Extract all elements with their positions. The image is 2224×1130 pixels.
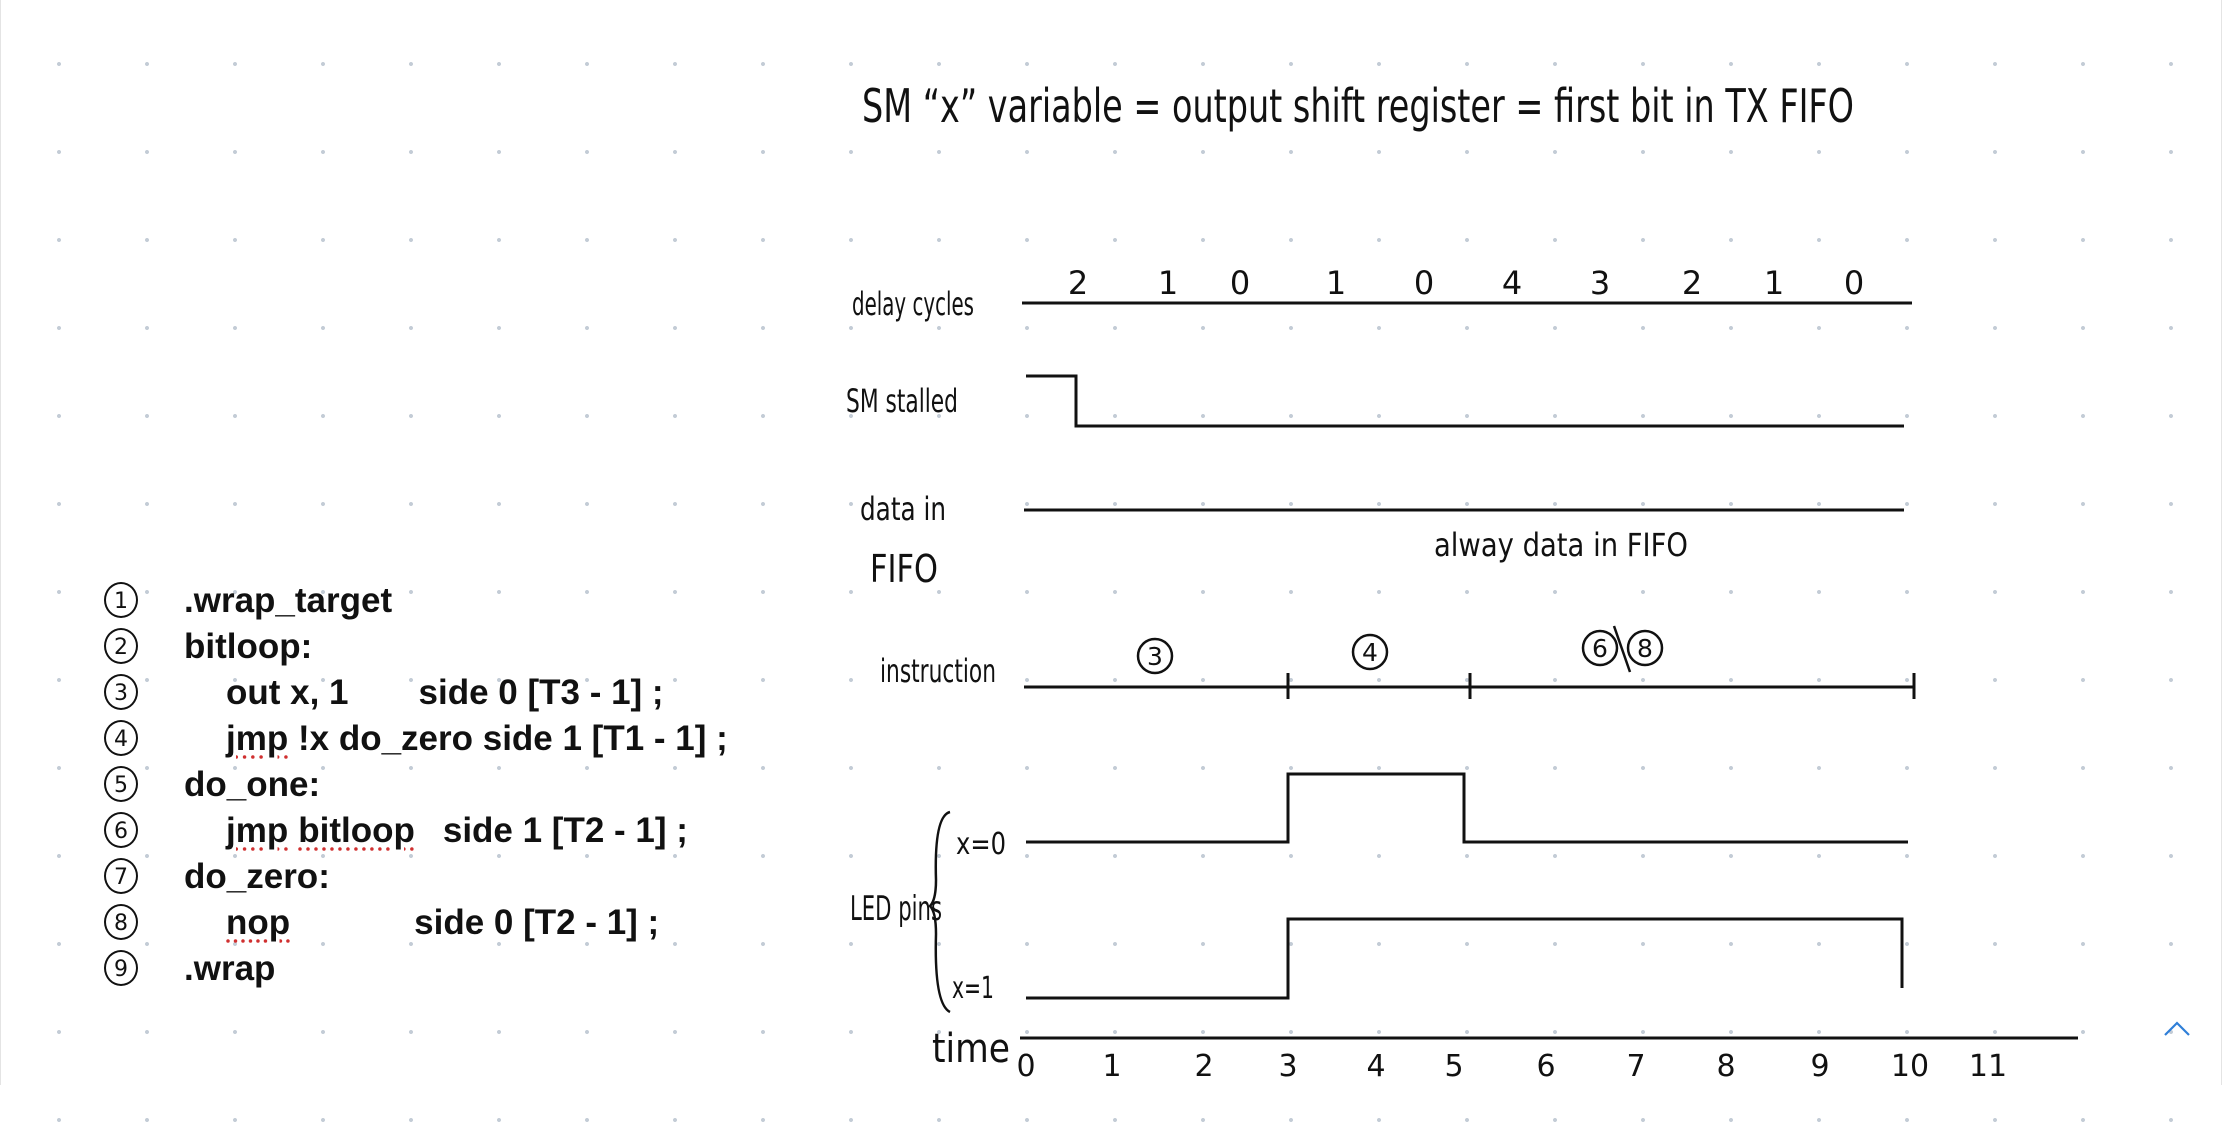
delay-value: 4 <box>1502 264 1522 302</box>
delay-value: 0 <box>1414 264 1434 302</box>
line-number-badge: 7 <box>104 858 138 894</box>
delay-value: 0 <box>1230 264 1250 302</box>
code-line-9: 9 .wrap <box>96 946 796 992</box>
code-line-7: 7 do_zero: <box>96 854 796 900</box>
marker-number: 4 <box>1362 638 1378 667</box>
code-text: bitloop: <box>184 627 313 666</box>
label-led-pins: LED pins <box>850 889 942 929</box>
line-number-badge: 1 <box>104 582 138 618</box>
time-tick-label: 4 <box>1366 1049 1385 1084</box>
line-number-badge: 8 <box>104 904 138 940</box>
code-instr: jmp <box>226 719 289 758</box>
label-x0: x=0 <box>956 827 1006 862</box>
label-sm-stalled: SM stalled <box>846 382 958 420</box>
code-instr: out x, 1 <box>226 673 349 712</box>
time-tick-label: 1 <box>1102 1049 1121 1084</box>
code-text: out x, 1 side 0 [T3 - 1] ; <box>226 670 664 716</box>
instruction-boundary-ticks <box>1286 673 1916 699</box>
time-tick-label: 9 <box>1810 1049 1829 1084</box>
time-tick-label: 6 <box>1536 1049 1555 1084</box>
delay-value: 1 <box>1764 264 1784 302</box>
code-line-4: 4 jmp !x do_zero side 1 [T1 - 1] ; <box>96 716 796 762</box>
label-delay-cycles: delay cycles <box>852 285 974 323</box>
code-side: side 0 [T3 - 1] ; <box>418 673 664 712</box>
line-number-badge: 2 <box>104 628 138 664</box>
code-args: !x do_zero side 1 [T1 - 1] ; <box>297 719 728 758</box>
delay-value: 3 <box>1590 264 1610 302</box>
scroll-up-button[interactable] <box>2160 1012 2194 1046</box>
code-text: nop side 0 [T2 - 1] ; <box>226 900 659 946</box>
label-x1: x=1 <box>952 971 994 1006</box>
line-number-badge: 6 <box>104 812 138 848</box>
code-line-2: 2 bitloop: <box>96 624 796 670</box>
marker-circle <box>1581 629 1619 667</box>
code-text: do_one: <box>184 765 321 804</box>
timing-diagram: SM “x” variable = output shift register … <box>846 79 2078 1084</box>
code-instr: nop <box>226 903 291 942</box>
delay-value: 1 <box>1326 264 1346 302</box>
line-number-badge: 5 <box>104 766 138 802</box>
instruction-marker: 4 <box>1351 633 1389 671</box>
code-side: side 0 [T2 - 1] ; <box>414 903 660 942</box>
pio-code-listing: 1 .wrap_target 2 bitloop: 3 out x, 1 side… <box>96 578 796 992</box>
diagram-title: SM “x” variable = output shift register … <box>862 79 1854 133</box>
time-tick-label: 7 <box>1626 1049 1645 1084</box>
delay-value: 1 <box>1158 264 1178 302</box>
code-line-3: 3 out x, 1 side 0 [T3 - 1] ; <box>96 670 796 716</box>
code-text: jmp !x do_zero side 1 [T1 - 1] ; <box>226 716 728 762</box>
marker-number: 3 <box>1147 642 1163 671</box>
line-number-badge: 4 <box>104 720 138 756</box>
label-fifo: FIFO <box>870 547 938 591</box>
line-number-badge: 3 <box>104 674 138 710</box>
code-text: do_zero: <box>184 857 330 896</box>
time-tick-label: 0 <box>1016 1049 1035 1084</box>
code-line-1: 1 .wrap_target <box>96 578 796 624</box>
fifo-note: alway data in FIFO <box>1434 526 1688 564</box>
sm-stalled-waveform <box>1026 374 1904 428</box>
instruction-marker: 3 <box>1136 637 1174 675</box>
code-label: bitloop <box>298 811 415 850</box>
time-tick-label: 5 <box>1444 1049 1463 1084</box>
code-line-8: 8 nop side 0 [T2 - 1] ; <box>96 900 796 946</box>
code-instr: jmp <box>226 811 289 850</box>
led-x1-waveform <box>1026 917 1904 1000</box>
time-tick-label: 10 <box>1891 1049 1929 1084</box>
time-tick-label: 11 <box>1969 1049 2007 1084</box>
marker-slash <box>1612 625 1632 673</box>
label-time: time <box>932 1026 1010 1072</box>
code-text: .wrap <box>184 949 276 988</box>
label-instruction: instruction <box>880 652 996 690</box>
delay-value: 2 <box>1068 264 1088 302</box>
marker-number: 8 <box>1637 634 1653 663</box>
time-tick-label: 3 <box>1278 1049 1297 1084</box>
time-tick-label: 8 <box>1716 1049 1735 1084</box>
marker-circle <box>1626 629 1664 667</box>
time-tick-label: 2 <box>1194 1049 1213 1084</box>
led-x0-waveform <box>1026 772 1908 844</box>
marker-circle <box>1351 633 1389 671</box>
time-tick-labels: 0 1 2 3 4 5 6 7 8 9 10 11 <box>1016 1049 2007 1084</box>
marker-circle <box>1136 637 1174 675</box>
chevron-up-icon <box>2164 1021 2190 1036</box>
line-number-badge: 9 <box>104 950 138 986</box>
code-side: side 1 [T2 - 1] ; <box>442 811 688 850</box>
marker-number: 6 <box>1592 634 1608 663</box>
led-brace <box>928 810 951 1014</box>
label-data-in: data in <box>860 490 946 528</box>
code-text: .wrap_target <box>184 581 393 620</box>
delay-value: 2 <box>1682 264 1702 302</box>
delay-value: 0 <box>1844 264 1864 302</box>
delay-cycle-values: 2 1 0 1 0 4 3 2 1 0 <box>1068 264 1864 302</box>
code-line-5: 5 do_one: <box>96 762 796 808</box>
